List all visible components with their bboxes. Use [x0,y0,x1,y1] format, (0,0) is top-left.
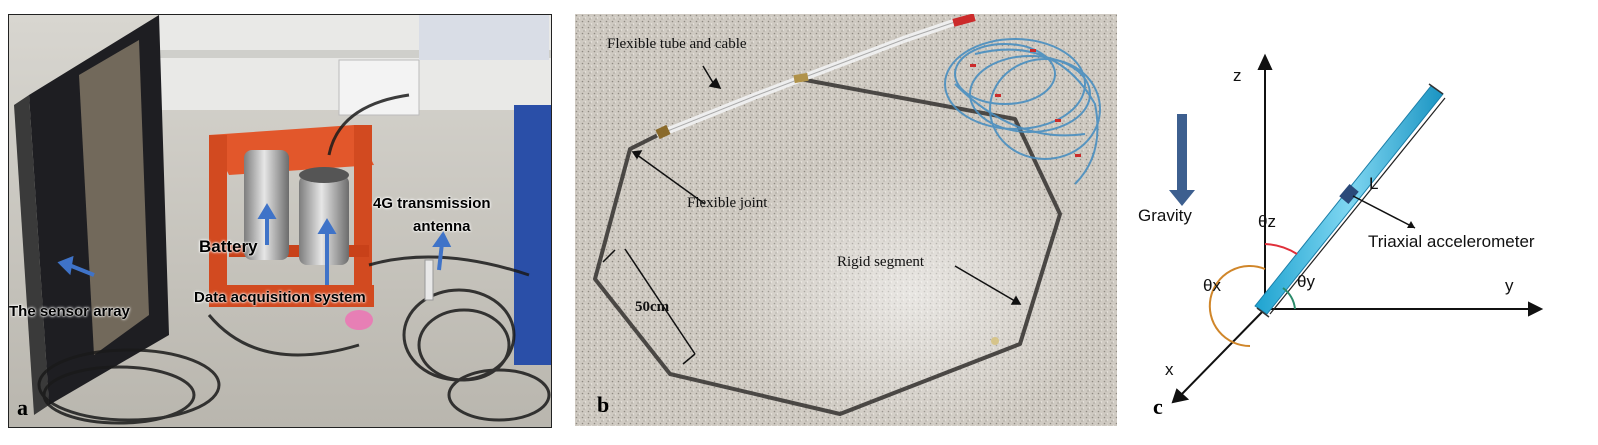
label-segment-length: 50cm [635,299,670,315]
label-gravity: Gravity [1138,206,1192,225]
equipment-photo [9,15,551,427]
label-theta-x: θx [1203,276,1221,295]
sensor-array-photo [575,14,1117,426]
label-data-acquisition: Data acquisition system [194,289,366,306]
axis-lines [1171,53,1544,404]
label-rod-length: L [1369,174,1379,193]
label-flexible-tube: Flexible tube and cable [607,36,747,52]
panel-letter-c: c [1153,394,1163,419]
label-theta-z: θz [1258,212,1276,231]
panel-letter-b: b [597,392,610,417]
label-antenna: antenna [413,218,471,235]
label-battery: Battery [199,237,258,256]
label-flexible-joint: Flexible joint [687,195,768,211]
panel-letter-a: a [17,395,28,420]
label-theta-y: θy [1297,272,1315,291]
label-rigid-segment: Rigid segment [837,254,925,270]
label-axis-y: y [1505,276,1514,295]
label-4g-transmission: 4G transmission [373,195,491,212]
label-axis-z: z [1233,66,1242,85]
label-sensor-array: The sensor array [9,303,130,320]
axes-schematic [1169,53,1544,404]
label-triaxial-accelerometer: Triaxial accelerometer [1368,232,1535,251]
theta-x-arc [1208,265,1266,348]
accelerometer-block [1339,184,1359,204]
label-axis-x: x [1165,360,1174,379]
gravity-arrow [1169,114,1195,206]
photo-panel-a: 4G transmission antenna Battery Data acq… [8,14,552,428]
photo-panel-b: Flexible tube and cable Flexible joint R… [575,14,1117,426]
theta-y-arc [1282,287,1296,310]
schematic-panel-c: Gravity Triaxial accelerometer L θz θx θ… [1125,14,1595,434]
theta-z-arc [1264,243,1298,255]
